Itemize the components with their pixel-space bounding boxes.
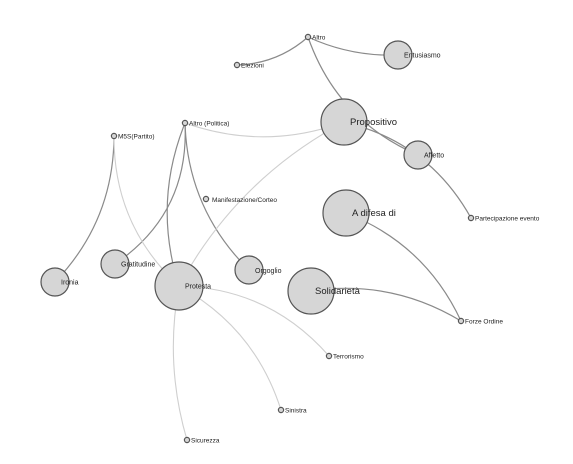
edge-altro-politica-protesta xyxy=(166,122,186,287)
node-solidarieta[interactable]: Solidarietà xyxy=(287,267,361,315)
edge-altro-elezioni xyxy=(236,36,309,66)
node-circle-gratitudine[interactable] xyxy=(100,249,130,279)
node-ironia[interactable]: Ironia xyxy=(40,267,79,297)
node-label-orgoglio: Orgoglio xyxy=(255,268,282,275)
node-label-altro: Altro xyxy=(312,35,326,42)
node-forze-ordine[interactable]: Forze Ordine xyxy=(457,317,503,326)
node-entusiasmo[interactable]: Entusiasmo xyxy=(383,40,441,70)
node-circle-elezioni[interactable] xyxy=(233,61,241,69)
node-circle-m5s[interactable] xyxy=(110,132,118,140)
node-circle-orgoglio[interactable] xyxy=(234,255,264,285)
edge-m5s-ironia xyxy=(54,135,115,283)
edge-protesta-propositivo xyxy=(178,121,345,287)
node-circle-sinistra[interactable] xyxy=(277,406,285,414)
node-affetto[interactable]: Affetto xyxy=(403,140,444,170)
node-elezioni[interactable]: Elezioni xyxy=(233,61,264,70)
node-label-entusiasmo: Entusiasmo xyxy=(404,53,441,60)
node-label-partecipazione: Partecipazione evento xyxy=(475,216,540,223)
node-circle-terrorismo[interactable] xyxy=(325,352,333,360)
edge-altro-politica-gratitudine xyxy=(114,122,186,265)
node-circle-entusiasmo[interactable] xyxy=(383,40,413,70)
nodes-layer: AltroEntusiasmoElezioniPropositivoM5S(Pa… xyxy=(40,33,540,445)
node-gratitudine[interactable]: Gratitudine xyxy=(100,249,155,279)
node-label-sicurezza: Sicurezza xyxy=(191,438,220,445)
node-circle-partecipazione[interactable] xyxy=(467,214,475,222)
node-circle-difesa[interactable] xyxy=(322,189,370,237)
node-label-elezioni: Elezioni xyxy=(241,63,264,70)
node-circle-solidarieta[interactable] xyxy=(287,267,335,315)
node-circle-protesta[interactable] xyxy=(154,261,204,311)
node-orgoglio[interactable]: Orgoglio xyxy=(234,255,282,285)
node-label-propositivo: Propositivo xyxy=(350,117,397,128)
node-label-difesa: A difesa di xyxy=(352,208,396,219)
node-partecipazione[interactable]: Partecipazione evento xyxy=(467,214,540,223)
edge-altro-politica-orgoglio xyxy=(184,122,250,271)
node-circle-ironia[interactable] xyxy=(40,267,70,297)
node-label-protesta: Protesta xyxy=(185,284,211,291)
node-label-gratitudine: Gratitudine xyxy=(121,262,155,269)
node-label-manifestazione: Manifestazione/Corteo xyxy=(212,197,277,204)
node-difesa[interactable]: A difesa di xyxy=(322,189,396,237)
node-circle-altro[interactable] xyxy=(304,33,312,41)
node-manifestazione[interactable]: Manifestazione/Corteo xyxy=(202,195,277,204)
node-label-altro-politica: Altro (Politica) xyxy=(189,121,229,128)
edge-difesa-forze-ordine xyxy=(345,212,462,322)
node-label-affetto: Affetto xyxy=(424,153,444,160)
node-protesta[interactable]: Protesta xyxy=(154,261,211,311)
node-label-solidarieta: Solidarietà xyxy=(315,286,361,297)
node-m5s[interactable]: M5S(Partito) xyxy=(110,132,154,141)
node-label-sinistra: Sinistra xyxy=(285,408,307,415)
node-altro-politica[interactable]: Altro (Politica) xyxy=(181,119,229,128)
node-label-ironia: Ironia xyxy=(61,280,79,287)
node-terrorismo[interactable]: Terrorismo xyxy=(325,352,364,361)
node-circle-forze-ordine[interactable] xyxy=(457,317,465,325)
edges-layer xyxy=(54,36,472,441)
node-label-forze-ordine: Forze Ordine xyxy=(465,319,503,326)
node-circle-sicurezza[interactable] xyxy=(183,436,191,444)
node-propositivo[interactable]: Propositivo xyxy=(320,98,397,146)
node-circle-propositivo[interactable] xyxy=(320,98,368,146)
node-circle-affetto[interactable] xyxy=(403,140,433,170)
node-altro[interactable]: Altro xyxy=(304,33,326,42)
node-sicurezza[interactable]: Sicurezza xyxy=(183,436,220,445)
node-circle-altro-politica[interactable] xyxy=(181,119,189,127)
node-sinistra[interactable]: Sinistra xyxy=(277,406,307,415)
node-circle-manifestazione[interactable] xyxy=(202,195,210,203)
node-label-m5s: M5S(Partito) xyxy=(118,134,154,141)
node-label-terrorismo: Terrorismo xyxy=(333,354,364,361)
